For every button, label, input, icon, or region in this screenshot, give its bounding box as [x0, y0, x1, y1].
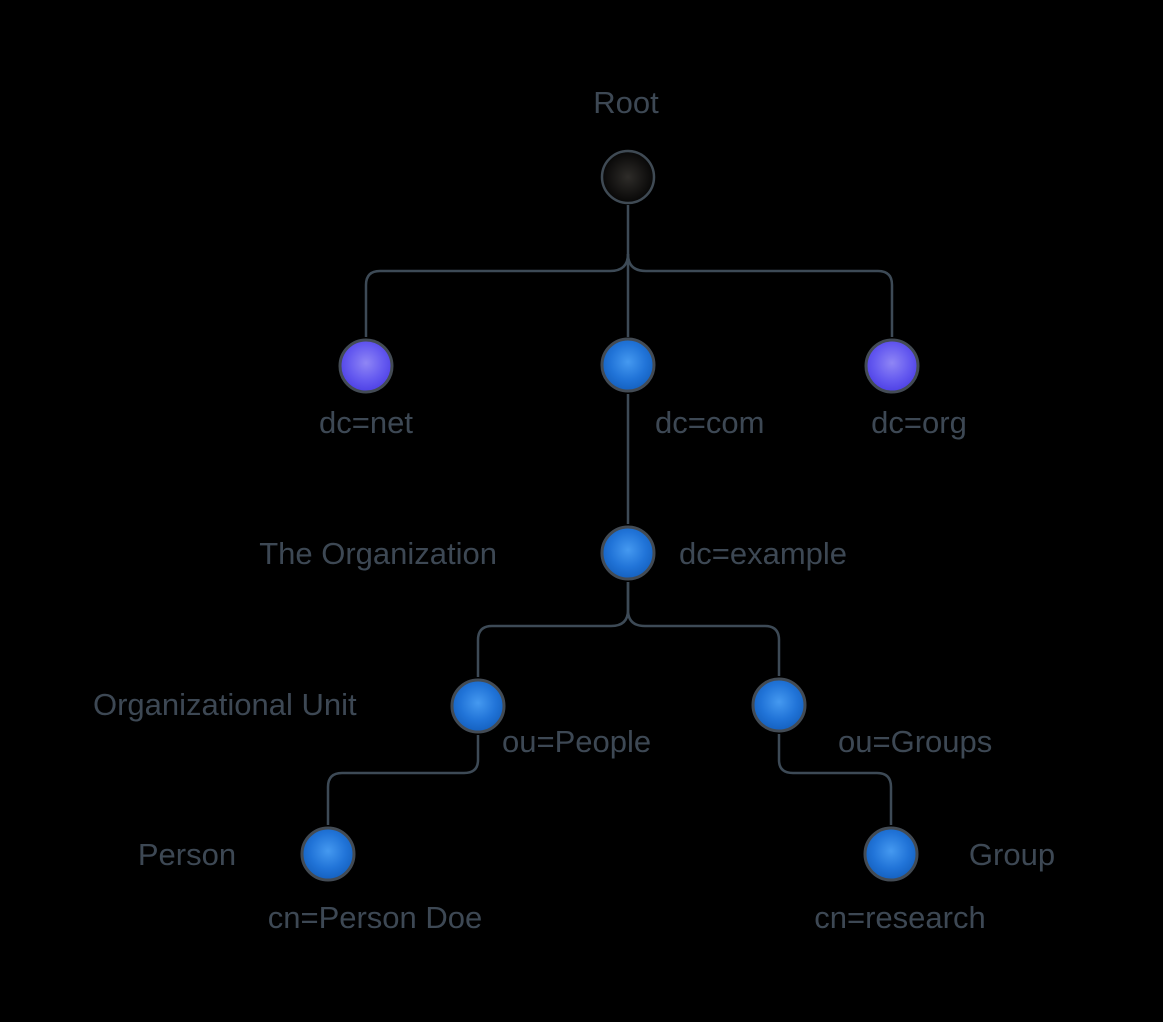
- label-cn-person-doe: cn=Person Doe: [268, 900, 483, 935]
- node-dc-net: [338, 338, 394, 394]
- edge-root-dc-net: [364, 253, 630, 337]
- node-dc-example: [600, 525, 656, 581]
- edge-root-dc-org: [626, 253, 894, 337]
- edge-dc-example-ou-people: [476, 582, 630, 677]
- annotation-group: Group: [969, 837, 1055, 872]
- label-dc-net: dc=net: [319, 405, 413, 440]
- annotation-person: Person: [138, 837, 236, 872]
- label-dc-com: dc=com: [655, 405, 764, 440]
- label-dc-example: dc=example: [679, 536, 847, 571]
- label-ou-groups: ou=Groups: [838, 724, 992, 759]
- node-ou-groups: [751, 677, 807, 733]
- node-cn-research: [863, 826, 919, 882]
- node-cn-person-doe: [300, 826, 356, 882]
- annotation-organizational-unit: Organizational Unit: [93, 687, 357, 722]
- node-ou-people: [450, 678, 506, 734]
- label-ou-people: ou=People: [502, 724, 651, 759]
- node-dc-org: [864, 338, 920, 394]
- label-root: Root: [593, 85, 659, 120]
- edge-ou-people-cn-person-doe: [326, 735, 480, 825]
- edge-ou-groups-cn-research: [777, 734, 893, 825]
- annotation-the-organization: The Organization: [259, 536, 497, 571]
- edge-dc-example-ou-groups: [626, 582, 781, 676]
- label-dc-org: dc=org: [871, 405, 967, 440]
- label-cn-research: cn=research: [814, 900, 985, 935]
- node-dc-com: [600, 337, 656, 393]
- node-root: [600, 149, 656, 205]
